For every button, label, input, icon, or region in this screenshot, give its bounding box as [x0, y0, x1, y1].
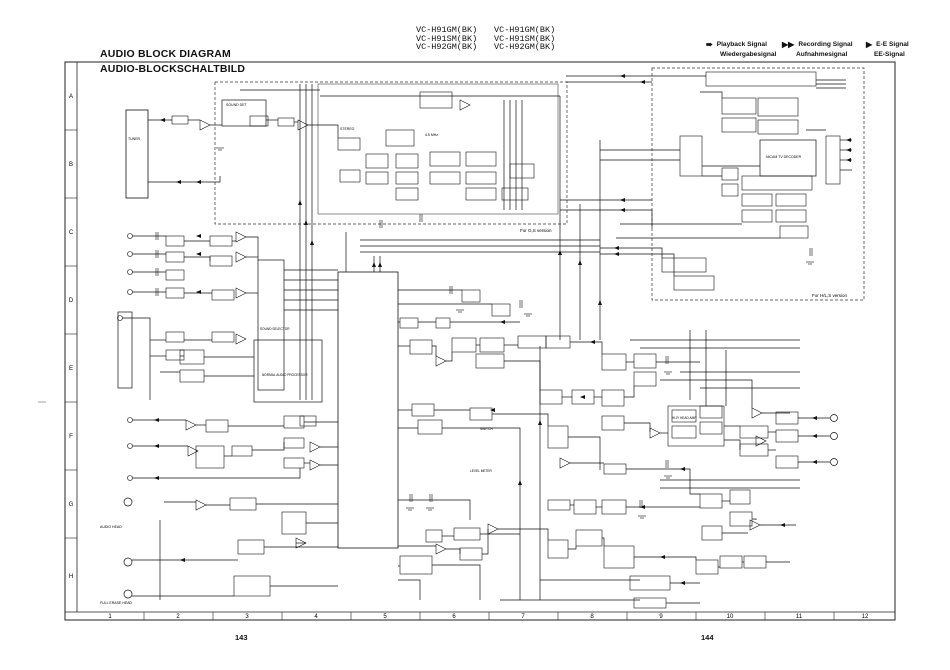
switch-label: SWITCH: [480, 427, 493, 431]
sound-selector-block: [257, 259, 285, 391]
row-labels: A B C D E F G H: [69, 94, 74, 580]
column-label: 5: [383, 614, 387, 620]
page-number-left: 143: [235, 633, 248, 642]
title-english: AUDIO BLOCK DIAGRAM: [100, 48, 231, 60]
hifi-heads: [830, 414, 838, 466]
input-jacks: [117, 233, 133, 481]
legend-recording-en: Recording Signal: [798, 41, 853, 48]
row-label: G: [69, 502, 74, 508]
model-item: VC-H91GM(BK): [494, 25, 556, 35]
column-label: 11: [796, 614, 803, 620]
signal-wires: [120, 75, 852, 604]
audio-heads: [123, 497, 133, 599]
model-list-right: VC-H91GM(BK) VC-H91SM(BK) VC-H92GM(BK): [494, 26, 555, 52]
model-list-left: VC-H91GM(BK) VC-H91SM(BK) VC-H92GM(BK): [416, 26, 477, 52]
legend-recording: ▶▶Recording Signal Aufnahmesignal: [782, 40, 853, 60]
column-label: 1: [108, 614, 112, 620]
page-number-right: 144: [701, 633, 714, 642]
column-label: 3: [245, 614, 249, 620]
column-label: 7: [521, 614, 525, 620]
tuner-block: [125, 109, 149, 199]
legend-playback: ➠Playback Signal Wiedergabesignal: [706, 40, 776, 60]
component-boxes: [165, 235, 799, 609]
full-erase-label: FULL ERASE HEAD: [100, 601, 132, 605]
column-label: 12: [862, 614, 869, 620]
row-label: A: [69, 94, 73, 100]
legend-ee-de: EE-Signal: [874, 51, 905, 58]
column-ticks: [143, 612, 835, 620]
row-label: D: [69, 298, 74, 304]
passive-components: [155, 214, 813, 508]
legend-playback-de: Wiedergabesignal: [720, 51, 777, 58]
sound-det-block: [221, 99, 267, 127]
model-item: VC-H91SM(BK): [494, 33, 556, 44]
model-item: VC-H91GM(BK): [416, 25, 478, 35]
scart-connector: [117, 311, 133, 389]
recording-arrow-icon: ▶▶: [782, 40, 795, 49]
model-item: VC-H92GM(BK): [416, 42, 478, 53]
normal-audio-block: [253, 339, 323, 403]
column-label: 2: [176, 614, 180, 620]
legend-ee-en: E-E Signal: [876, 41, 909, 48]
sound-det-label: SOUND DET: [226, 103, 247, 107]
playback-arrow-icon: ➠: [706, 40, 713, 49]
row-ticks: [65, 129, 77, 539]
column-label: 9: [659, 614, 663, 620]
border-frame: [64, 61, 896, 621]
nicam-label: NICAM TV DECODER: [766, 155, 802, 159]
legend-ee: ▶E-E Signal EE-Signal: [866, 40, 909, 60]
level-meter-label: LEVEL METER: [470, 469, 493, 473]
legend-recording-de: Aufnahmesignal: [796, 51, 848, 58]
row-label: C: [69, 230, 74, 236]
stereo-decoder-region: [317, 83, 559, 215]
normal-audio-label: NORMAL AUDIO PROCESSOR: [262, 373, 308, 377]
row-label: F: [69, 434, 73, 440]
audio-head-label: AUDIO HEAD: [100, 525, 122, 529]
hls-version-label: For H/L,S version: [812, 293, 848, 298]
audio-ic-block: [337, 271, 399, 549]
row-label: H: [69, 574, 73, 580]
hifi-head-amp-label: HI-FI HEAD AMP: [672, 416, 696, 420]
stereo-label: STEREO: [340, 127, 355, 131]
column-labels: 1 2 3 4 5 6 7 8 9 10 11 12: [108, 614, 869, 620]
model-item: VC-H91SM(BK): [416, 33, 478, 44]
column-label: 10: [727, 614, 734, 620]
sound-selector-label: SOUND SELECTOR: [260, 327, 290, 331]
gs-version-region: [214, 81, 568, 225]
row-label: E: [69, 366, 73, 372]
model-item: VC-H92GM(BK): [494, 42, 556, 53]
ee-arrow-icon: ▶: [866, 40, 873, 49]
legend-playback-en: Playback Signal: [716, 41, 767, 48]
diagram-title: AUDIO BLOCK DIAGRAM AUDIO-BLOCKSCHALTBIL…: [100, 47, 245, 77]
hls-version-region: [651, 67, 865, 301]
signal-arrows: [154, 74, 851, 585]
ground-symbols: [216, 147, 814, 519]
column-label: 6: [452, 614, 456, 620]
crystal-label: 4.5 MHz: [425, 133, 438, 137]
amplifier-triangles: [185, 99, 767, 555]
gs-version-label: For G,S version: [520, 228, 552, 233]
tuner-label: TUNER: [128, 137, 141, 141]
title-german: AUDIO-BLOCKSCHALTBILD: [100, 63, 246, 75]
row-label: B: [69, 162, 73, 168]
column-label: 8: [590, 614, 594, 620]
column-label: 4: [314, 614, 318, 620]
